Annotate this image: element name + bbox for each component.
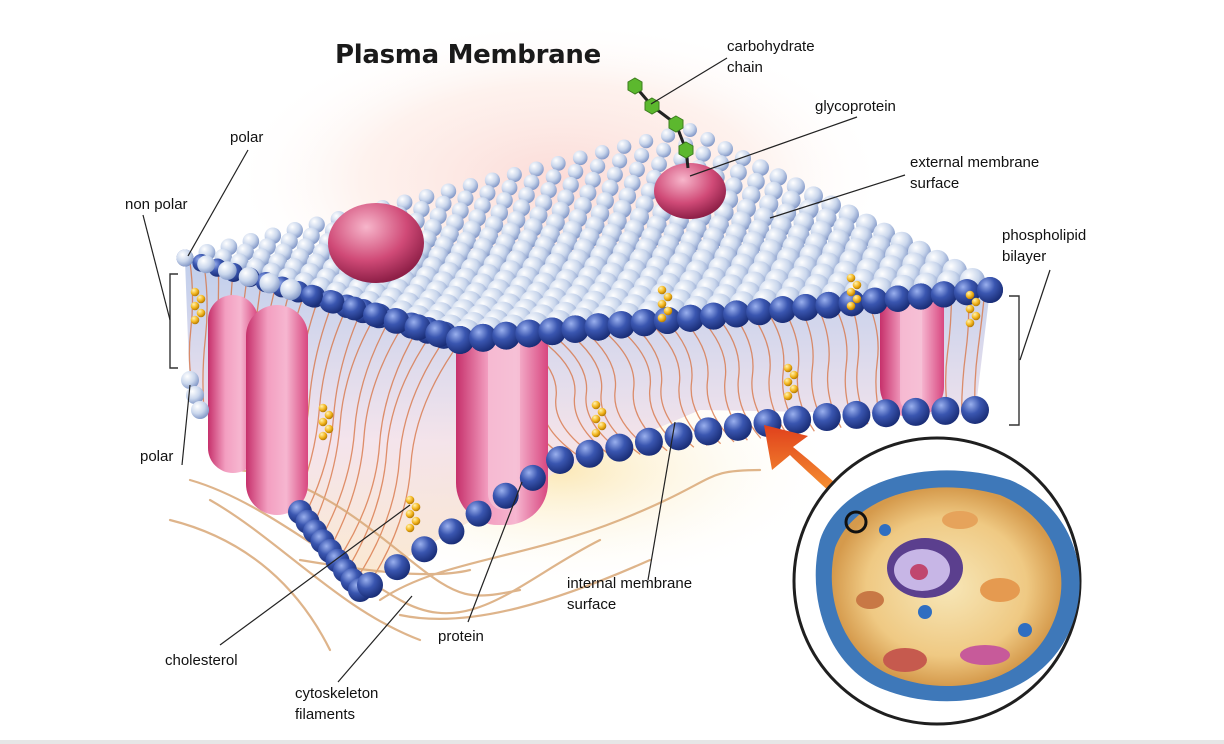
label-polar-bottom: polar [140,446,173,467]
label-phospholipid-bilayer: phospholipid bilayer [1002,225,1086,267]
diagram-title: Plasma Membrane [335,40,601,70]
label-polar-top: polar [230,127,263,148]
label-cholesterol: cholesterol [165,650,238,671]
label-cytoskeleton-filaments: cytoskeleton filaments [295,683,378,725]
label-external-membrane-surface: external membrane surface [910,152,1039,194]
label-carbohydrate-chain: carbohydrate chain [727,36,815,78]
cell-inset [794,438,1080,724]
label-internal-membrane-surface: internal membrane surface [567,573,692,615]
label-non-polar: non polar [125,194,188,215]
label-protein: protein [438,626,484,647]
label-glycoprotein: glycoprotein [815,96,896,117]
bottom-edge [0,740,1224,744]
